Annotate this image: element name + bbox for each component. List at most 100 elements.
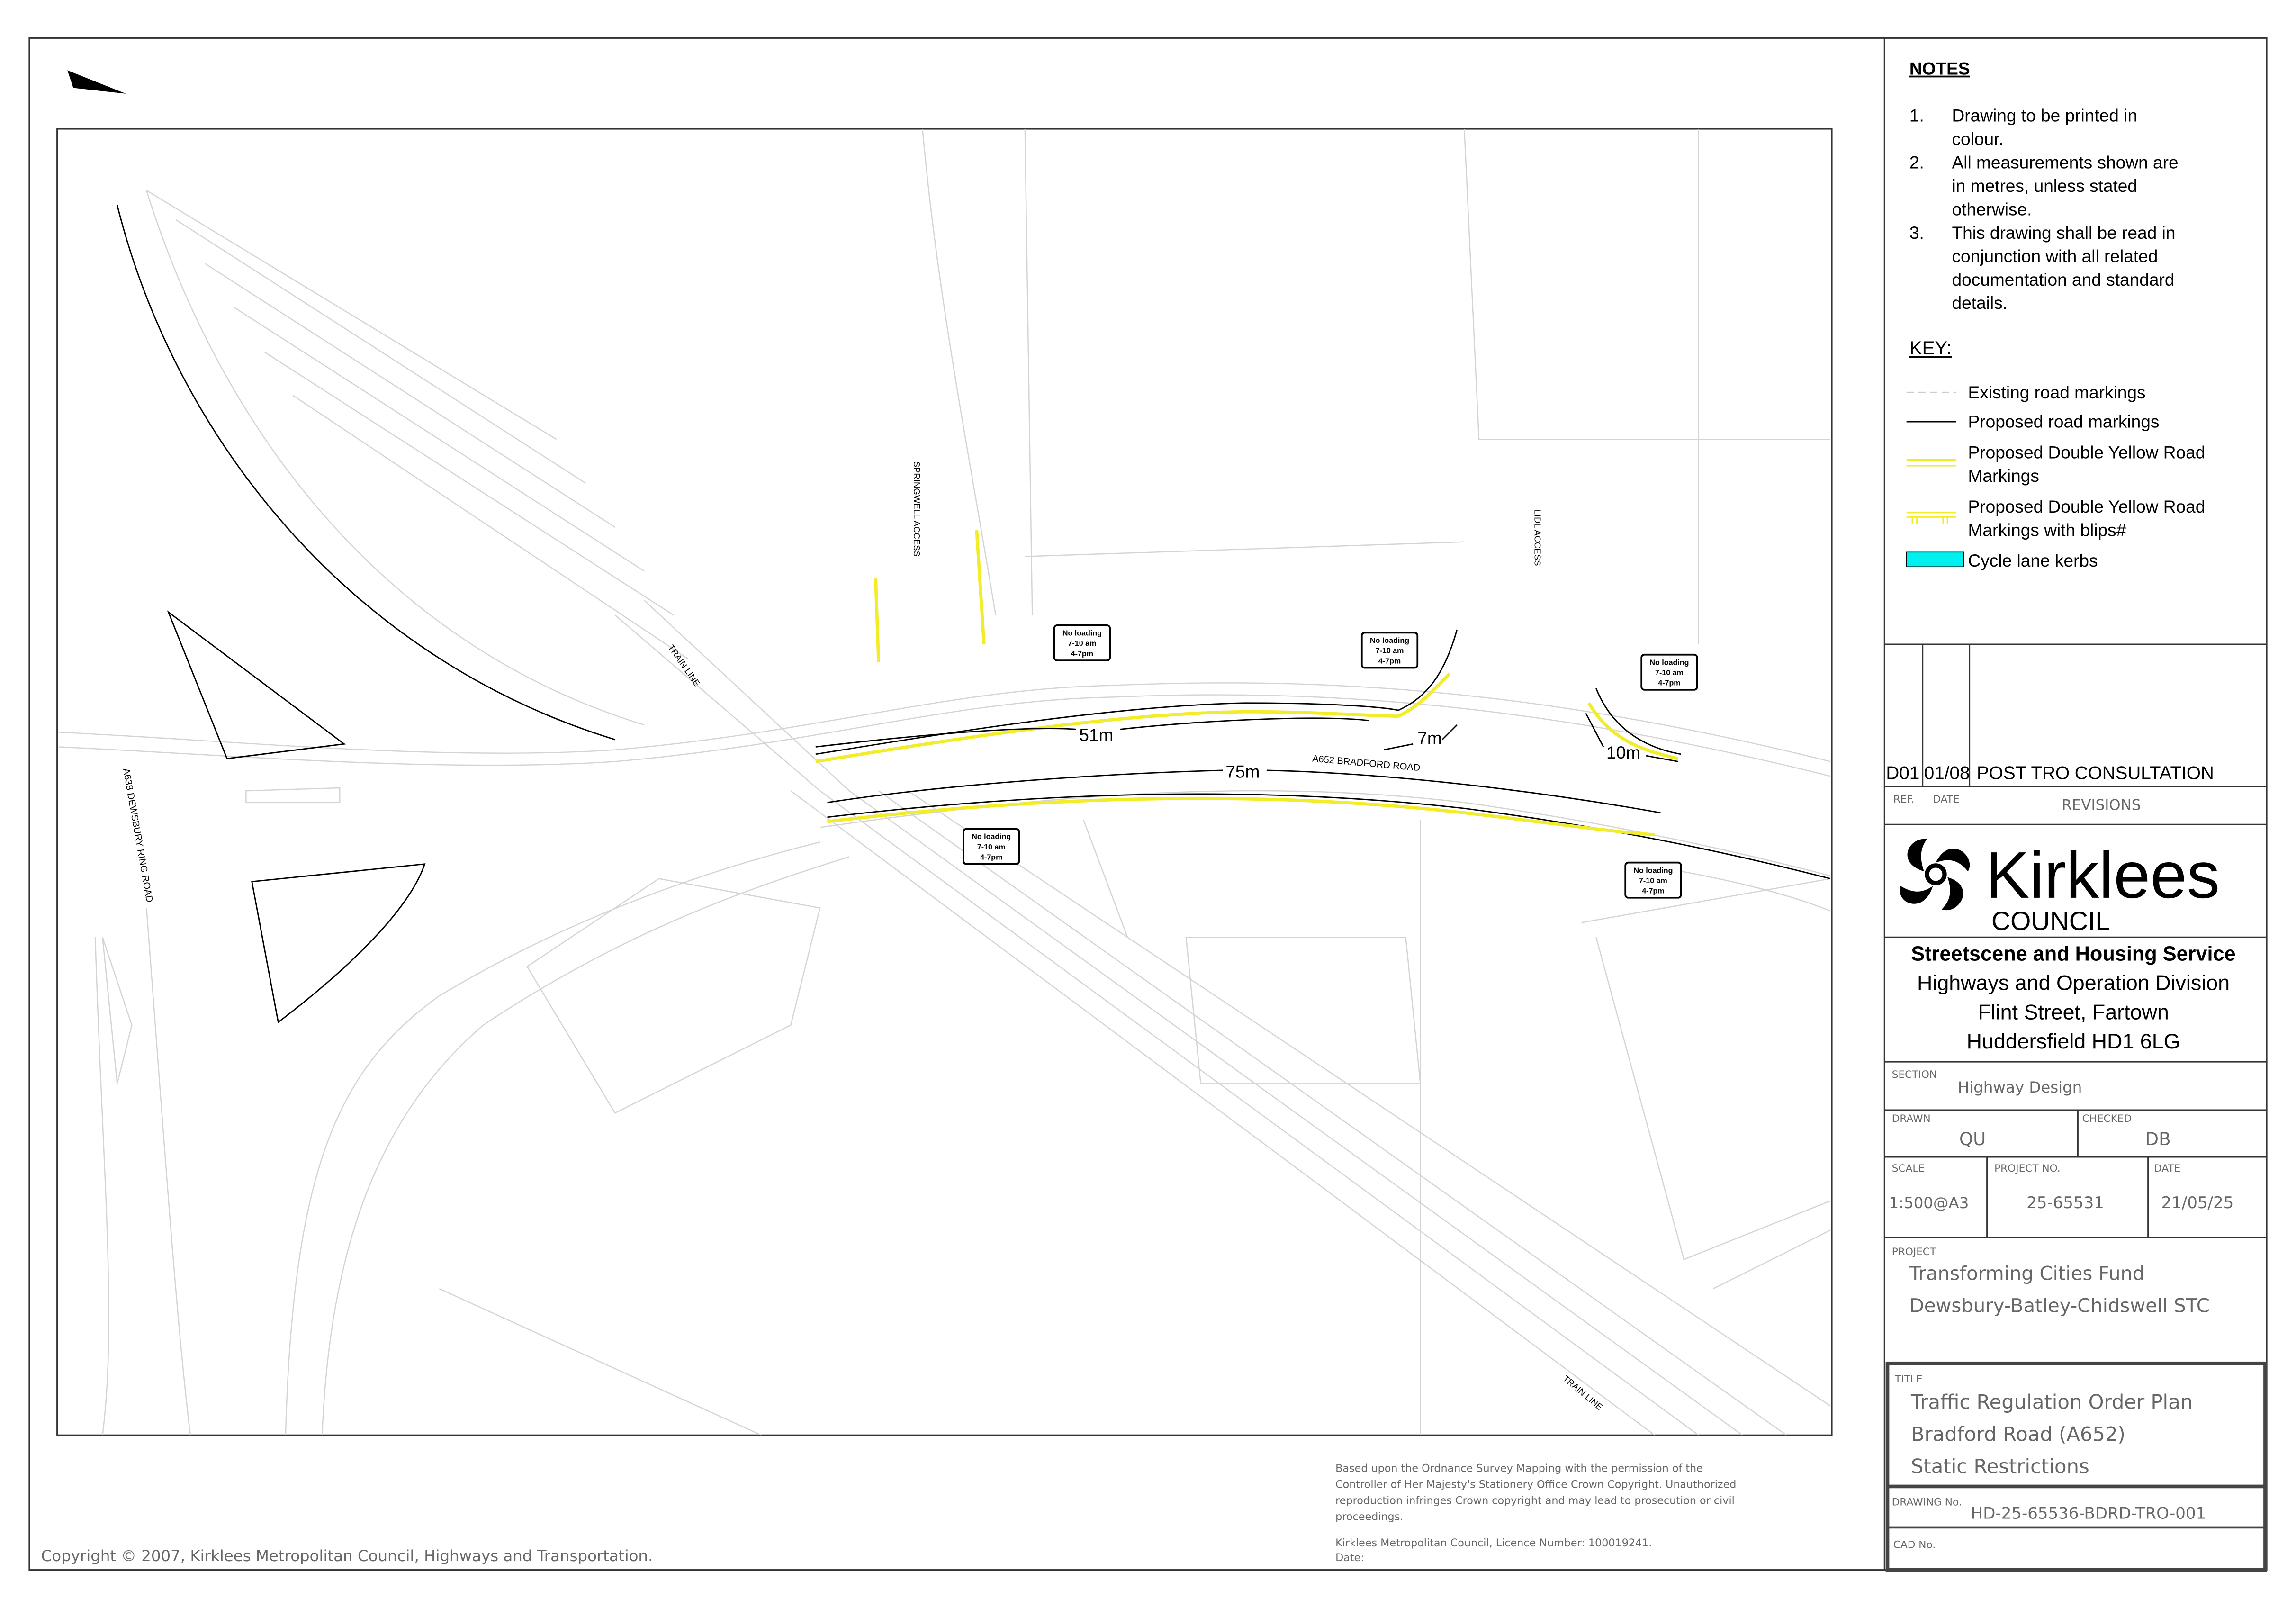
drawing-mark: [1360, 632, 1419, 669]
dimension-51m: 51m: [1079, 725, 1113, 745]
no-loading-sign: No loading 7-10 am 4-7pm: [1360, 632, 1419, 669]
drawing-mark: [67, 70, 126, 94]
text-label: conjunction with all related: [1952, 246, 2158, 266]
drawing-mark: [827, 769, 1661, 813]
text-label: PROJECT: [1892, 1246, 1936, 1258]
no-loading-sign: No loading 7-10 am 4-7pm: [1053, 624, 1111, 661]
drawing-mark: [1581, 878, 1831, 1260]
text-label: Drawing to be printed in: [1952, 106, 2137, 126]
railway: [614, 600, 1831, 1436]
proposed-road-marking: [1595, 688, 1681, 755]
no-loading-sign: No loading 7-10 am 4-7pm: [963, 828, 1020, 865]
text-label: CHECKED: [2082, 1113, 2132, 1125]
text-label: 7-10 am: [1639, 876, 1667, 885]
drawing-mark: [58, 682, 1831, 762]
drawing-mark: [1383, 724, 1458, 750]
text-label: PROJECT NO.: [1994, 1163, 2061, 1174]
double-yellow-lines: [815, 530, 1679, 837]
text-label: Markings: [1968, 466, 2039, 486]
text-label: 4-7pm: [1378, 657, 1401, 665]
text-label: details.: [1952, 293, 2007, 313]
text-label: 4-7pm: [1642, 887, 1664, 895]
label-lidl-access: LIDL ACCESS: [1533, 510, 1543, 566]
drawing-mark: 51m 75m 7m 10m A652 BRADFORD ROAD A638 D…: [58, 129, 1831, 1436]
drawing-mark: [1925, 863, 1947, 885]
text-label: Cycle lane kerbs: [1968, 551, 2098, 570]
drawing-mark: [815, 672, 1451, 763]
drawing-mark: [614, 600, 850, 792]
dimension-7m: 7m: [1417, 728, 1442, 748]
text-label: Proposed road markings: [1968, 412, 2160, 432]
drawing-mark: [285, 841, 820, 1436]
title-line: Bradford Road (A652): [1911, 1423, 2125, 1446]
sheet-border: [28, 37, 2268, 1571]
text-label: TITLE: [1894, 1373, 1923, 1385]
key-legend: Existing road markings Proposed road mar…: [1906, 382, 2206, 570]
traffic-islands: [167, 610, 426, 1024]
drawing-mark: [1884, 1061, 2267, 1238]
text-label: 3.: [1909, 223, 1924, 243]
revision-ref: D01: [1886, 763, 1919, 783]
text-label: Controller of Her Majesty's Stationery O…: [1335, 1479, 1736, 1491]
text-label: Flint Street, Fartown: [1978, 1000, 2169, 1024]
text-label: No loading: [1062, 629, 1102, 638]
building-outlines: [94, 129, 1831, 1436]
revisions-block: D01 01/08 POST TRO CONSULTATION REF. DAT…: [1884, 643, 2267, 825]
double-yellow-blips-swatch: [1906, 512, 1956, 524]
drawing-mark: [1083, 820, 1421, 1436]
text-label: 1.: [1909, 106, 1924, 126]
drawing-mark: [815, 717, 1369, 748]
text-label: Based upon the Ordnance Survey Mapping w…: [1335, 1463, 1703, 1475]
revision-date: 01/08: [1924, 763, 1970, 783]
drawing-mark: [975, 530, 986, 645]
map-frame: [56, 128, 1833, 1436]
cycle-lane-swatch: [1906, 551, 1964, 568]
text-label: NOTES: [1909, 59, 1970, 79]
scale-value: 1:500@A3: [1889, 1194, 1969, 1212]
drawing-mark: [167, 610, 346, 759]
text-label: DRAWING No.: [1892, 1497, 1962, 1509]
text-label: SCALE: [1892, 1163, 1925, 1174]
text-label: 7-10 am: [1376, 647, 1404, 655]
text-label: Proposed Double Yellow Road: [1968, 497, 2206, 516]
text-label: otherwise.: [1952, 199, 2032, 219]
office-address: Streetscene and Housing Service Highways…: [1911, 943, 2235, 1053]
text-label: Streetscene and Housing Service: [1911, 943, 2235, 966]
os-copyright-notice: Based upon the Ordnance Survey Mapping w…: [1335, 1463, 1736, 1564]
title-line: Traffic Regulation Order Plan: [1910, 1391, 2193, 1414]
text-label: Date:: [1335, 1552, 1364, 1564]
text-label: Existing road markings: [1968, 382, 2146, 402]
map: 51m 75m 7m 10m A652 BRADFORD ROAD A638 D…: [58, 129, 1831, 1436]
text-label: All measurements shown are: [1952, 152, 2178, 172]
label-dewsbury-ring-road: A638 DEWSBURY RING ROAD: [121, 768, 155, 903]
drawing-mark: [1624, 861, 1682, 899]
drawing-mark: [827, 796, 1655, 837]
text-label: Markings with blips#: [1968, 520, 2126, 540]
text-label: Kirklees Metropolitan Council, Licence N…: [1335, 1537, 1652, 1549]
drawing-mark: [1907, 839, 1927, 872]
drawing-mark: [874, 578, 881, 662]
text-label: REF.: [1893, 794, 1915, 805]
drawing-mark: [1587, 702, 1679, 760]
project-no-value: 25-65531: [2026, 1193, 2104, 1212]
date-value: 21/05/25: [2161, 1193, 2234, 1212]
text-label: DRAWN: [1892, 1113, 1931, 1125]
dimension-10m: 10m: [1606, 742, 1640, 762]
drawing-mark: [1024, 129, 1830, 645]
proposed-road-marking: [815, 629, 1458, 755]
text-label: No loading: [1649, 658, 1689, 667]
text-label: SECTION: [1892, 1069, 1937, 1081]
text-label: No loading: [972, 832, 1011, 841]
a652-bradford-road: [58, 682, 1831, 1436]
drawing-mark: [963, 828, 1020, 865]
project-line: Dewsbury-Batley-Chidswell STC: [1909, 1295, 2210, 1317]
revision-description: POST TRO CONSULTATION: [1977, 763, 2214, 783]
text-label: CAD No.: [1893, 1539, 1936, 1551]
label-springwell-access: SPRINGWELL ACCESS: [912, 461, 922, 557]
drawing-mark: [251, 863, 426, 1024]
drawing-mark: [146, 190, 689, 660]
text-label: DATE: [2154, 1163, 2180, 1174]
drawing-mark: [94, 908, 191, 1436]
text-label: REVISIONS: [2062, 796, 2141, 813]
drawing-mark: [1585, 713, 1678, 762]
